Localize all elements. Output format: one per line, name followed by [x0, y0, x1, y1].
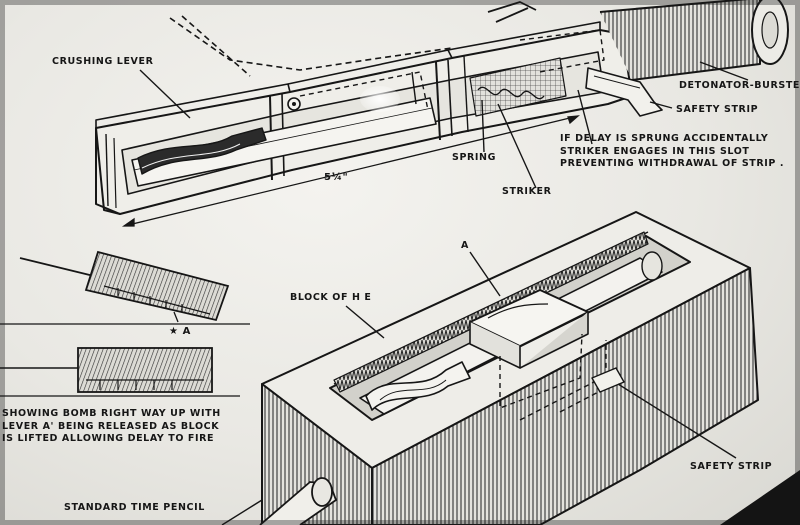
time-pencil: [221, 477, 338, 525]
leader-lines-top: [139, 61, 749, 189]
leader-lines-bottom: [345, 251, 737, 459]
caption-line-1: SHOWING BOMB RIGHT WAY UP WITH: [2, 408, 221, 419]
delay-note-line-3: PREVENTING WITHDRAWAL OF STRIP .: [560, 158, 785, 169]
label-block-of-he: BLOCK OF H E: [290, 292, 372, 303]
label-star-a: ★ A: [169, 326, 191, 337]
caption-line-2: LEVER A' BEING RELEASED AS BLOCK: [2, 420, 220, 432]
label-standard-time-pencil: STANDARD TIME PENCIL: [64, 502, 205, 513]
label-safety-strip-top: SAFETY STRIP: [676, 104, 759, 115]
he-block: [261, 211, 759, 525]
label-safety-strip-bottom: SAFETY STRIP: [690, 461, 773, 472]
delay-mechanism: [95, 0, 789, 215]
delay-note-line-2: STRIKER ENGAGES IN THIS SLOT: [560, 145, 750, 157]
photo-glare: [360, 86, 400, 112]
label-spring: SPRING: [452, 152, 497, 163]
label-crushing-lever: CRUSHING LEVER: [52, 56, 154, 67]
delay-note: IF DELAY IS SPRUNG ACCIDENTALLY STRIKER …: [560, 133, 784, 171]
delay-note-line-1: IF DELAY IS SPRUNG ACCIDENTALLY: [560, 133, 769, 144]
tilted-block-detail: [0, 250, 250, 325]
label-dimension: 5¼": [324, 172, 349, 183]
dimension-line: [121, 115, 580, 227]
caption-line-3: IS LIFTED ALLOWING DELAY TO FIRE: [2, 433, 215, 444]
label-marker-a: A: [461, 240, 469, 251]
flat-block-detail: [0, 347, 240, 397]
label-striker: STRIKER: [502, 186, 552, 197]
label-detonator-burster: DETONATOR-BURSTER: [679, 80, 800, 91]
caption: SHOWING BOMB RIGHT WAY UP WITH LEVER A' …: [2, 408, 221, 446]
